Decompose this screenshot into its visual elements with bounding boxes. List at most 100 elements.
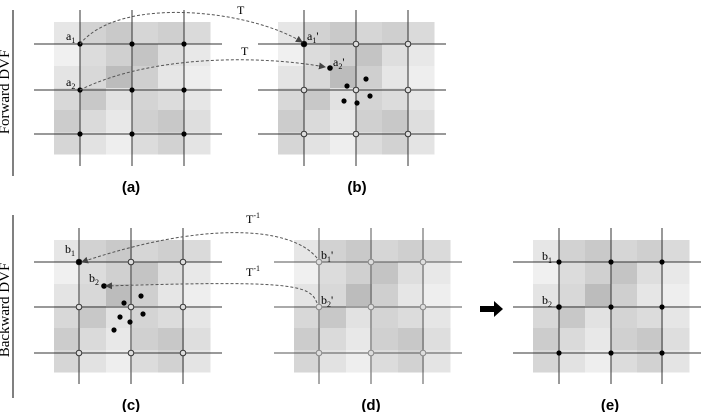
- panel-a: [34, 10, 222, 166]
- grid-cell: [294, 284, 321, 307]
- grid-cell: [54, 44, 81, 67]
- grid-cell: [559, 350, 586, 373]
- grid-cell: [278, 22, 305, 45]
- result-arrow: [480, 301, 503, 317]
- grid-cell: [398, 262, 425, 285]
- grid-node-open: [419, 303, 427, 311]
- grid-cell: [382, 44, 409, 67]
- label-b1-prime: b1': [321, 248, 333, 264]
- panel-e: [513, 228, 701, 384]
- grid-cell: [54, 22, 81, 45]
- scatter-point: [117, 314, 123, 320]
- grid-cell: [304, 110, 331, 133]
- grid-cell: [158, 240, 185, 263]
- grid-node-open: [75, 349, 83, 357]
- grid-cell: [585, 328, 612, 351]
- grid-cell: [54, 350, 81, 373]
- grid-cell: [320, 240, 347, 263]
- backward-arrow-b2: [105, 282, 318, 304]
- grid-cell: [132, 262, 159, 285]
- grid-node-open: [404, 130, 412, 138]
- grid-cell: [158, 132, 185, 155]
- grid-cell: [533, 262, 560, 285]
- backward-label-1: T-1: [246, 211, 260, 226]
- grid-cell: [132, 66, 159, 89]
- label-a1-prime: a1': [307, 29, 319, 45]
- grid-cell: [663, 328, 690, 351]
- grid-node-open: [300, 130, 308, 138]
- grid-cell: [158, 66, 185, 89]
- grid-cell: [372, 262, 399, 285]
- row-label-backward: Backward DVF: [0, 263, 13, 358]
- grid-cell: [346, 240, 373, 263]
- grid-node-open: [419, 349, 427, 357]
- grid-cell: [398, 240, 425, 263]
- grid-cell: [330, 22, 357, 45]
- grid-cell: [184, 262, 211, 285]
- grid-cell: [54, 240, 81, 263]
- grid-cell: [356, 132, 383, 155]
- grid-cell: [356, 44, 383, 67]
- grid-cell: [184, 306, 211, 329]
- grid-node-open: [315, 349, 323, 357]
- grid-cell: [184, 132, 211, 155]
- grid-node-open: [179, 258, 187, 266]
- panel-c: [34, 228, 222, 384]
- grid-node-open: [404, 40, 412, 48]
- grid-cell: [346, 284, 373, 307]
- grid-cell: [320, 328, 347, 351]
- grid-node-open: [179, 303, 187, 311]
- grid-cell: [184, 350, 211, 373]
- panel-label-e: (e): [601, 397, 619, 412]
- grid-cell: [424, 328, 451, 351]
- grid-cell: [585, 350, 612, 373]
- grid-cell: [80, 44, 107, 67]
- grid-cell: [158, 88, 185, 111]
- grid-cell: [398, 306, 425, 329]
- panel-d: [274, 228, 462, 384]
- grid-cell: [80, 66, 107, 89]
- grid-cell: [54, 328, 81, 351]
- grid-cell: [637, 284, 664, 307]
- grid-cell: [106, 328, 133, 351]
- grid-cell: [585, 284, 612, 307]
- scatter-point: [341, 98, 347, 104]
- grid-cell: [611, 328, 638, 351]
- label-e-b1: b1: [542, 249, 552, 265]
- grid-cell: [80, 328, 107, 351]
- grid-cell: [80, 262, 107, 285]
- point-b1: [76, 259, 82, 265]
- panel-label-a: (a): [122, 179, 140, 196]
- point-a2-prime: [327, 65, 333, 71]
- grid-node-open: [127, 303, 135, 311]
- grid-cell: [408, 44, 435, 67]
- grid-cell: [106, 262, 133, 285]
- grid-cell: [408, 110, 435, 133]
- grid-cell: [330, 132, 357, 155]
- grid-cell: [637, 306, 664, 329]
- label-b1: b1: [65, 242, 75, 258]
- grid-cell: [106, 110, 133, 133]
- grid-cell: [158, 262, 185, 285]
- scatter-point: [140, 311, 146, 317]
- grid-cell: [132, 132, 159, 155]
- grid-cell: [80, 306, 107, 329]
- grid-cell: [372, 240, 399, 263]
- grid-cell: [356, 66, 383, 89]
- grid-node: [181, 87, 187, 93]
- grid-cell: [80, 110, 107, 133]
- grid-cell: [611, 262, 638, 285]
- grid-cell: [382, 110, 409, 133]
- scatter-point: [363, 76, 369, 82]
- grid-node-open: [367, 258, 375, 266]
- grid-cell: [611, 306, 638, 329]
- grid-cell: [424, 350, 451, 373]
- grid-cell: [184, 66, 211, 89]
- grid-cell: [106, 88, 133, 111]
- grid-node: [129, 131, 135, 137]
- grid-cell: [106, 66, 133, 89]
- forward-arrow-a2: [79, 59, 326, 91]
- grid-cell: [304, 22, 331, 45]
- grid-node-open: [352, 40, 360, 48]
